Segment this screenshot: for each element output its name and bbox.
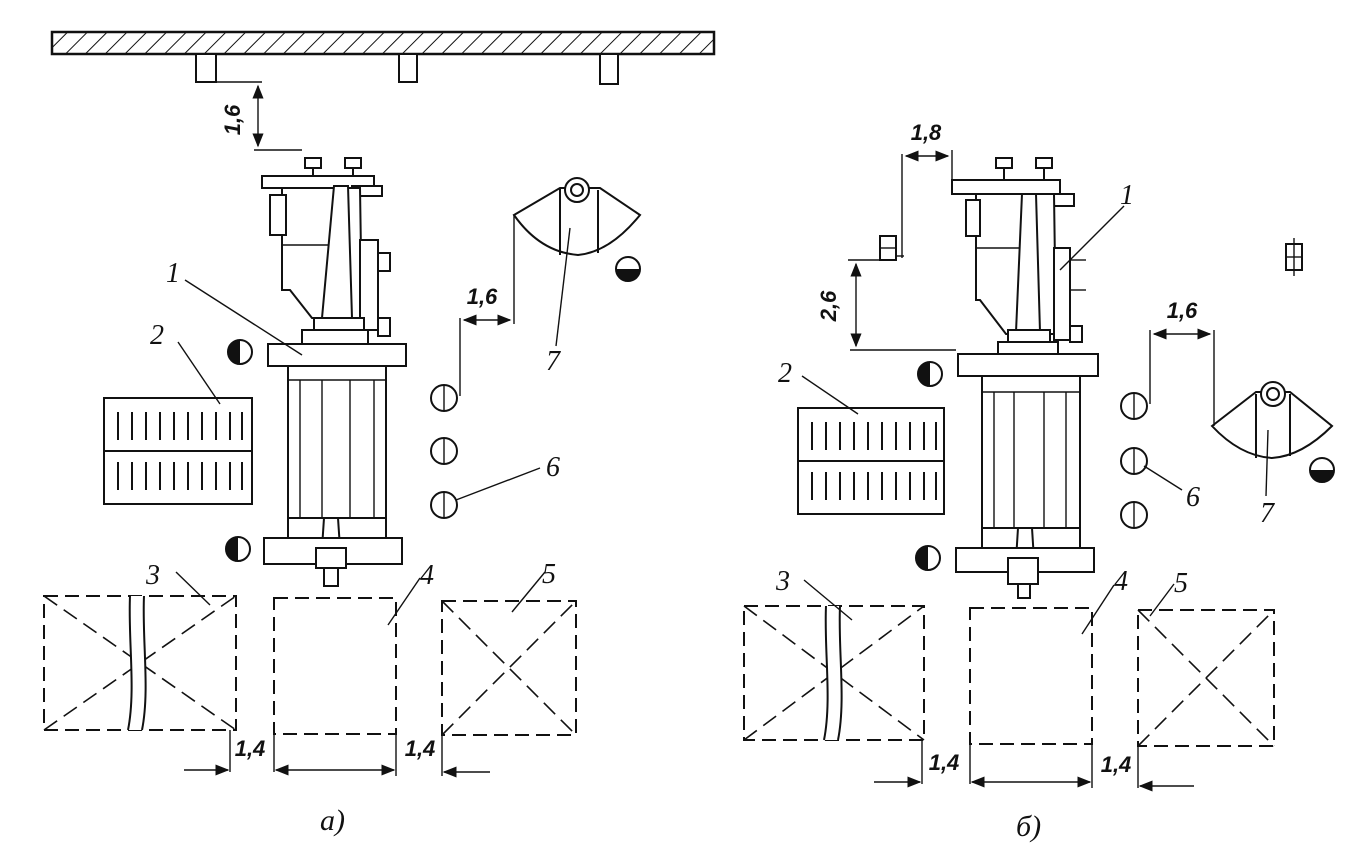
label-3-b: 3	[775, 566, 790, 597]
dimension-bottom-a: 1,4 1,4	[184, 730, 490, 778]
dimension-cabinet-gap-b: 1,6	[1149, 298, 1215, 426]
control-panel-a	[103, 397, 253, 505]
dim-side-gap-b-text: 2,6	[816, 290, 841, 322]
dim-bottom-right-a-text: 1,4	[405, 736, 436, 761]
dimension-bottom-b: 1,4 1,4	[874, 740, 1194, 792]
dim-bottom-left-a-text: 1,4	[235, 736, 266, 761]
labels-b: 1 2 3 4 5 6 7	[775, 180, 1275, 635]
ceiling-beam	[50, 30, 716, 85]
label-1-b: 1	[1120, 180, 1134, 211]
panel-a: 1,6	[43, 30, 716, 837]
operator-positions-b	[1120, 392, 1148, 529]
control-panel-b	[797, 407, 945, 515]
caption-a: а)	[320, 804, 345, 837]
label-4-a: 4	[420, 560, 434, 591]
zone-3-a	[43, 595, 237, 731]
zone-5-a	[441, 600, 577, 736]
dim-bottom-right-b-text: 1,4	[1101, 752, 1132, 777]
label-7-b: 7	[1260, 498, 1275, 529]
dim-ceiling-gap-text: 1,6	[220, 104, 245, 135]
label-6-a: 6	[546, 452, 560, 483]
caption-b: б)	[1016, 810, 1041, 843]
indicator-lamps-a	[225, 339, 253, 562]
label-5-a: 5	[542, 559, 556, 590]
dimension-side-gap-b: 2,6	[816, 259, 956, 351]
column-symbol-b	[1285, 238, 1303, 276]
zone-4-a	[273, 597, 397, 735]
cabinet-b	[1210, 381, 1335, 483]
label-6-b: 6	[1186, 482, 1200, 513]
press-machine-a	[261, 157, 407, 587]
dimension-top-gap-b: 1,8	[901, 120, 953, 258]
wall-bracket-b	[879, 235, 904, 261]
operator-positions-a	[430, 384, 458, 519]
cabinet-a	[512, 177, 642, 282]
label-3-a: 3	[145, 560, 160, 591]
dim-cabinet-gap-b-text: 1,6	[1167, 298, 1198, 323]
dim-top-gap-b-text: 1,8	[911, 120, 942, 145]
zone-3-b	[743, 605, 925, 741]
zone-4-b	[969, 607, 1093, 745]
dimension-cabinet-gap-a: 1,6	[459, 215, 515, 396]
dim-cabinet-gap-a-text: 1,6	[467, 284, 498, 309]
zone-5-b	[1137, 609, 1275, 747]
press-machine-b	[951, 157, 1099, 599]
indicator-lamps-b	[915, 361, 943, 571]
label-7-a: 7	[546, 346, 561, 377]
dim-bottom-left-b-text: 1,4	[929, 750, 960, 775]
dimension-ceiling-gap: 1,6	[216, 81, 302, 151]
labels-a: 1 2 3 4 5 6 7	[145, 227, 571, 626]
label-2-a: 2	[150, 320, 164, 351]
label-4-b: 4	[1114, 566, 1128, 597]
label-5-b: 5	[1174, 568, 1188, 599]
panel-b: 1,8 2,6	[743, 120, 1335, 843]
label-1-a: 1	[166, 258, 180, 289]
label-2-b: 2	[778, 358, 792, 389]
